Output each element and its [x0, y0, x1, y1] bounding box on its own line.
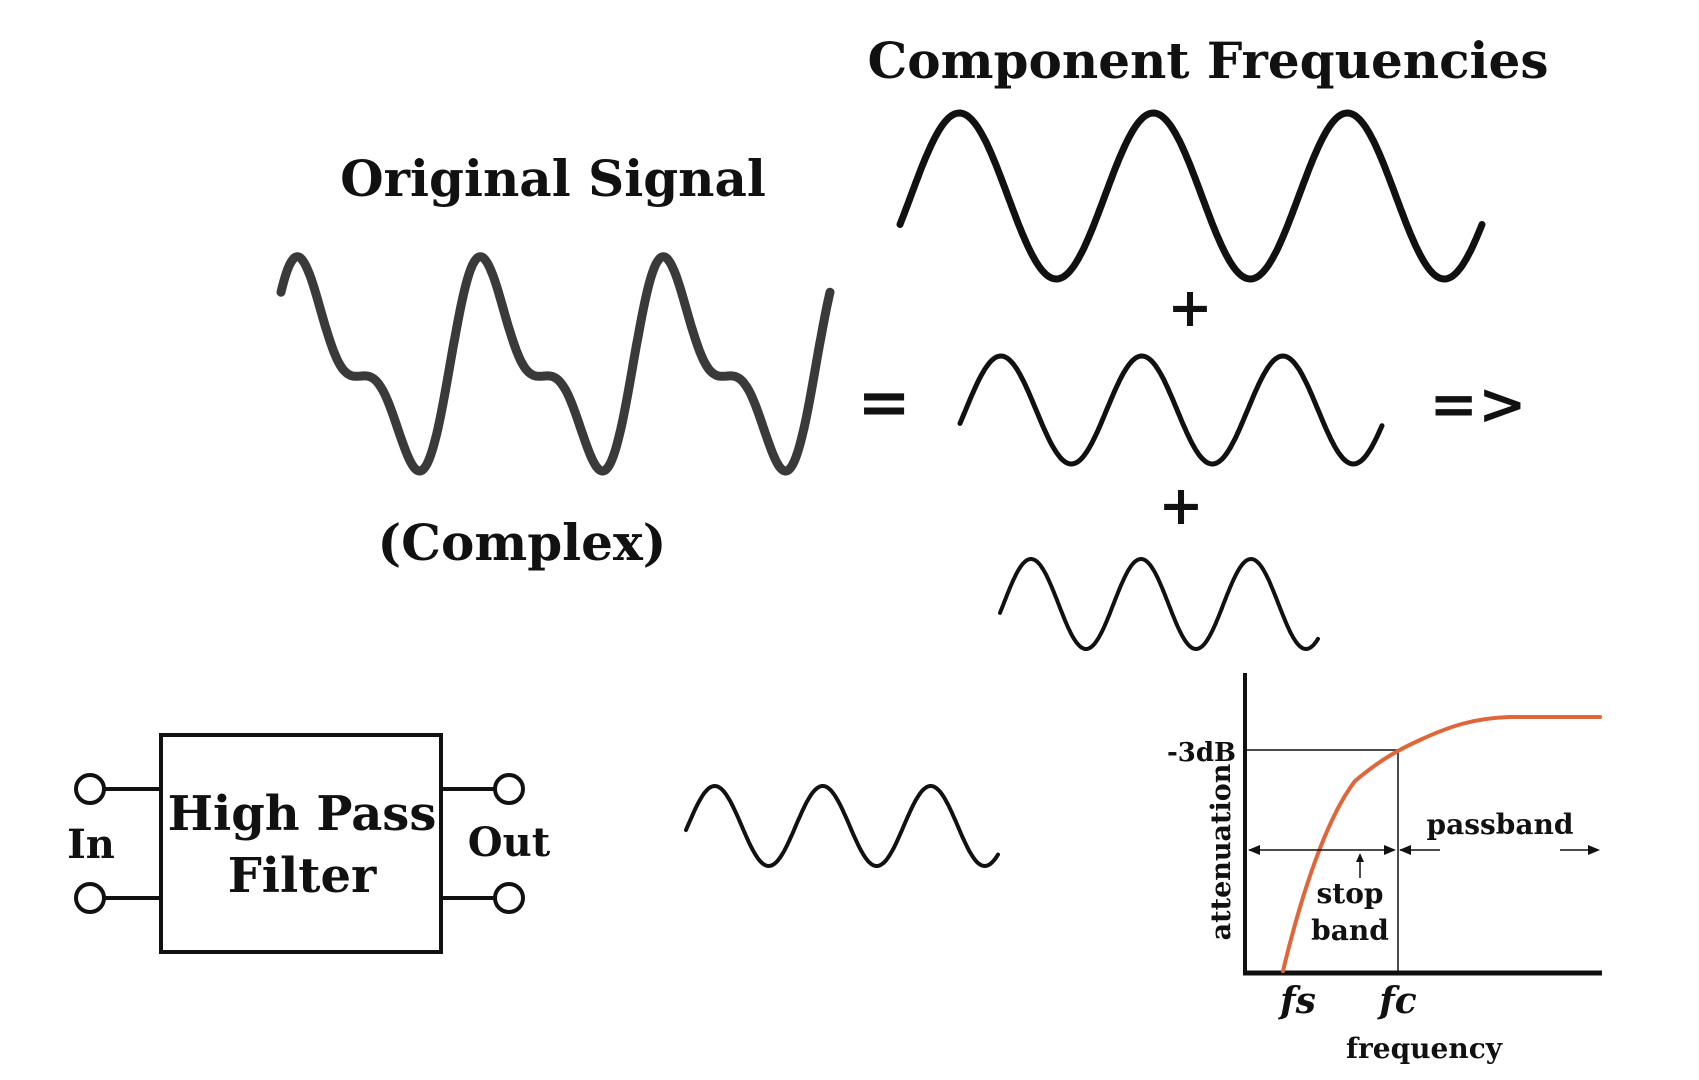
result-arrow: =>: [1429, 370, 1526, 438]
input-label: In: [67, 821, 115, 868]
high-pass-filter-block: High Pass Filter In Out: [67, 733, 551, 954]
output-terminal-bottom: [493, 882, 525, 914]
stopband-arrowhead-right: [1384, 845, 1396, 855]
component-wave-mid-frequency: [957, 353, 1385, 467]
stopband-arrowhead-left: [1248, 845, 1260, 855]
frequency-response-graph: -3dB attenuation passband stop band fs f…: [1167, 673, 1602, 1065]
plus-sign-1: +: [1167, 275, 1212, 339]
stopband-pointer-arrowhead: [1356, 853, 1364, 862]
minus-3db-label: -3dB: [1167, 738, 1236, 768]
stopband-label-line1: stop: [1317, 877, 1384, 910]
attenuation-response-curve: [1281, 715, 1602, 973]
filter-label-line2: Filter: [228, 848, 377, 904]
output-label: Out: [468, 819, 551, 866]
filter-label-line1: High Pass: [168, 786, 437, 842]
component-frequencies-title: Component Frequencies: [867, 31, 1548, 90]
output-terminal-top: [493, 773, 525, 805]
complex-label: (Complex): [378, 513, 667, 572]
fs-label: fs: [1277, 980, 1316, 1022]
stopband-label-line2: band: [1311, 914, 1389, 947]
attenuation-axis-label: attenuation: [1206, 763, 1237, 940]
input-terminal-top: [74, 773, 106, 805]
filtered-output-wave: [684, 784, 1000, 868]
component-wave-high-frequency: [998, 557, 1320, 651]
plus-sign-2: +: [1158, 473, 1203, 537]
original-complex-wave: [276, 252, 835, 476]
passband-label: passband: [1427, 808, 1574, 841]
component-wave-low-frequency: [896, 109, 1486, 283]
passband-arrowhead-right: [1588, 845, 1600, 855]
passband-arrowhead-left: [1399, 845, 1411, 855]
frequency-axis-label: frequency: [1346, 1032, 1503, 1065]
equals-sign: =: [857, 365, 911, 440]
fc-label: fc: [1376, 980, 1416, 1022]
filter-box: [159, 733, 443, 954]
input-terminal-bottom: [74, 882, 106, 914]
original-signal-title: Original Signal: [340, 149, 766, 208]
